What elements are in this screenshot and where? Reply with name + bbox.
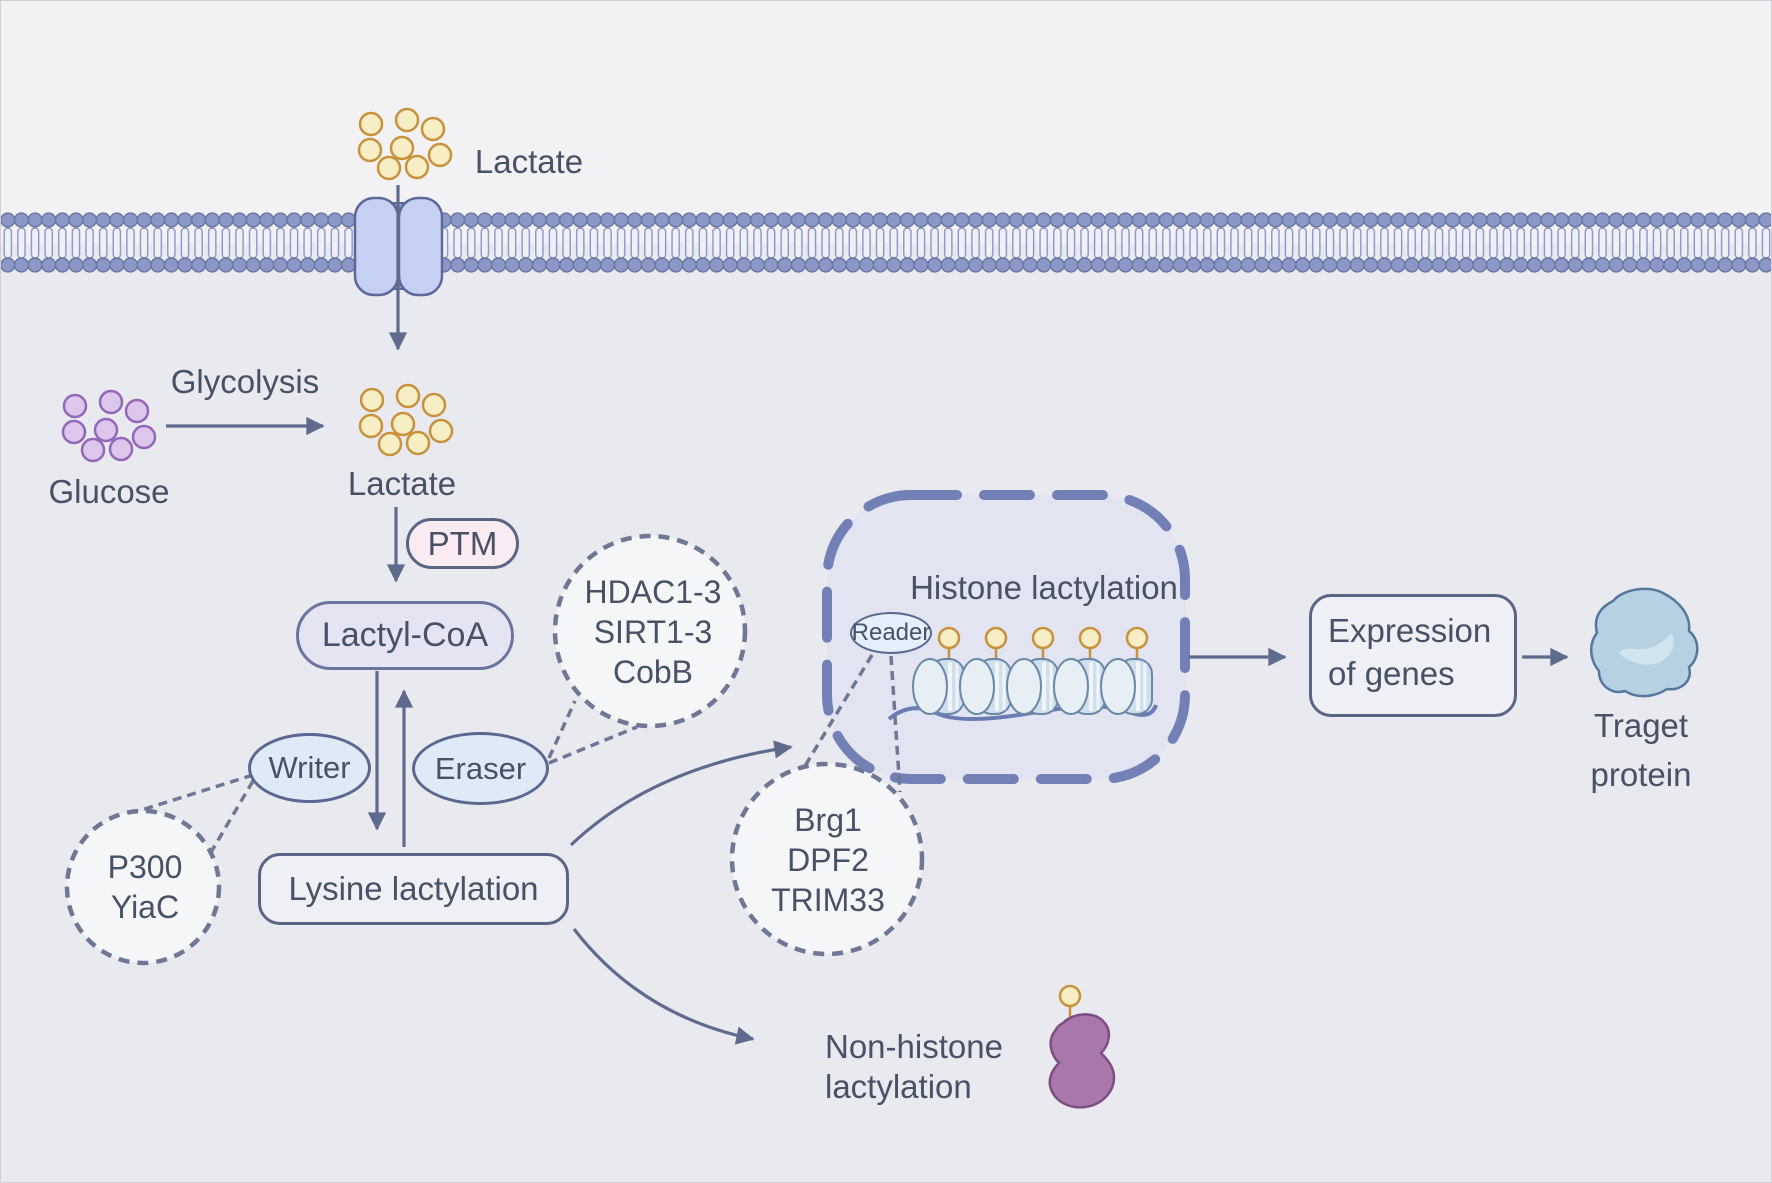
reader-protein: TRIM33 bbox=[771, 882, 885, 918]
ptm-badge: PTM bbox=[406, 518, 519, 569]
writer-callout-line bbox=[205, 780, 255, 860]
glucose-molecules bbox=[61, 389, 157, 463]
non-histone-lactylation-label: Non-histone lactylation bbox=[825, 1027, 1003, 1107]
eraser-oval: Eraser bbox=[412, 732, 549, 805]
non-histone-protein-icon bbox=[1048, 984, 1116, 1109]
target-protein-icon bbox=[1590, 587, 1699, 698]
eraser-callout-line bbox=[547, 700, 577, 759]
lactyl-coa-label: Lactyl-CoA bbox=[321, 616, 489, 654]
reader-callout-line bbox=[889, 655, 902, 793]
reader-proteins-circle bbox=[729, 761, 925, 957]
eraser-enzymes-circle bbox=[552, 533, 748, 729]
lysine-to-nonhistone-arrow bbox=[572, 928, 755, 1045]
reader-oval: Reader bbox=[850, 612, 932, 654]
reader-label: Reader bbox=[851, 619, 931, 646]
eraser-enzyme: HDAC1-3 bbox=[584, 574, 722, 610]
reader-proteins-list: Brg1 DPF2 TRIM33 bbox=[771, 800, 885, 920]
eraser-enzyme: CobB bbox=[612, 654, 694, 690]
lysine-lactylation-label: Lysine lactylation bbox=[288, 870, 539, 907]
extracellular-space bbox=[1, 1, 1771, 243]
target-protein-label-line2: protein bbox=[1590, 756, 1692, 793]
lactyl-mark-icon bbox=[1031, 626, 1055, 650]
lactate-extracellular-label: Lactate bbox=[474, 142, 584, 180]
lactyl-mark-icon bbox=[984, 626, 1008, 650]
lactyl-mark-icon bbox=[937, 626, 961, 650]
writer-enzyme: YiaC bbox=[110, 889, 180, 925]
expression-label-line2: of genes bbox=[1328, 655, 1455, 692]
target-protein-label: Traget protein bbox=[1591, 701, 1692, 799]
molecule-clusters bbox=[61, 107, 454, 463]
lactyl-mark-icon bbox=[1125, 626, 1149, 650]
lactate-molecules bbox=[357, 107, 453, 181]
lactate-molecules bbox=[358, 383, 454, 457]
lactyl-mark-icon bbox=[1058, 984, 1082, 1008]
eraser-enzyme: SIRT1-3 bbox=[593, 614, 713, 650]
ptm-badge-label: PTM bbox=[427, 524, 498, 562]
writer-enzymes-list: P300 YiaC bbox=[108, 847, 183, 927]
lactate-intracellular-label: Lactate bbox=[347, 464, 457, 502]
lactyl-coa-box: Lactyl-CoA bbox=[296, 601, 514, 670]
expression-label-line1: Expression bbox=[1328, 612, 1492, 649]
reader-protein: DPF2 bbox=[787, 842, 869, 878]
lysine-lactylation-box: Lysine lactylation bbox=[258, 853, 569, 925]
non-histone-label-line1: Non-histone bbox=[825, 1028, 1003, 1065]
target-protein-label-line1: Traget bbox=[1593, 707, 1689, 744]
writer-enzyme: P300 bbox=[107, 849, 183, 885]
nucleosome-icon bbox=[1053, 626, 1106, 715]
eraser-callout-line bbox=[548, 725, 638, 765]
arrows bbox=[166, 185, 1569, 1045]
nucleosome-icon bbox=[912, 626, 965, 715]
nucleosome-icon bbox=[959, 626, 1012, 715]
lactyl-mark-icon bbox=[1078, 626, 1102, 650]
nucleosome-icon bbox=[1006, 626, 1059, 715]
nucleosomes bbox=[912, 626, 1153, 715]
nucleosome-icon bbox=[1100, 626, 1153, 715]
eraser-enzymes-list: HDAC1-3 SIRT1-3 CobB bbox=[585, 572, 722, 692]
histone-lactylation-title: Histone lactylation bbox=[910, 568, 1178, 606]
reader-protein: Brg1 bbox=[794, 802, 862, 838]
eraser-label: Eraser bbox=[434, 750, 527, 786]
writer-enzymes-circle bbox=[64, 808, 222, 966]
non-histone-label-line2: lactylation bbox=[825, 1068, 972, 1105]
glycolysis-label: Glycolysis bbox=[170, 362, 320, 400]
plasma-membrane bbox=[1, 206, 1771, 286]
writer-label: Writer bbox=[268, 750, 351, 785]
reader-callout-line bbox=[800, 654, 874, 772]
lysine-to-histone-arrow bbox=[569, 740, 793, 847]
writer-oval: Writer bbox=[248, 733, 371, 803]
expression-of-genes-box: Expression of genes bbox=[1309, 594, 1517, 717]
glucose-label: Glucose bbox=[48, 472, 170, 510]
